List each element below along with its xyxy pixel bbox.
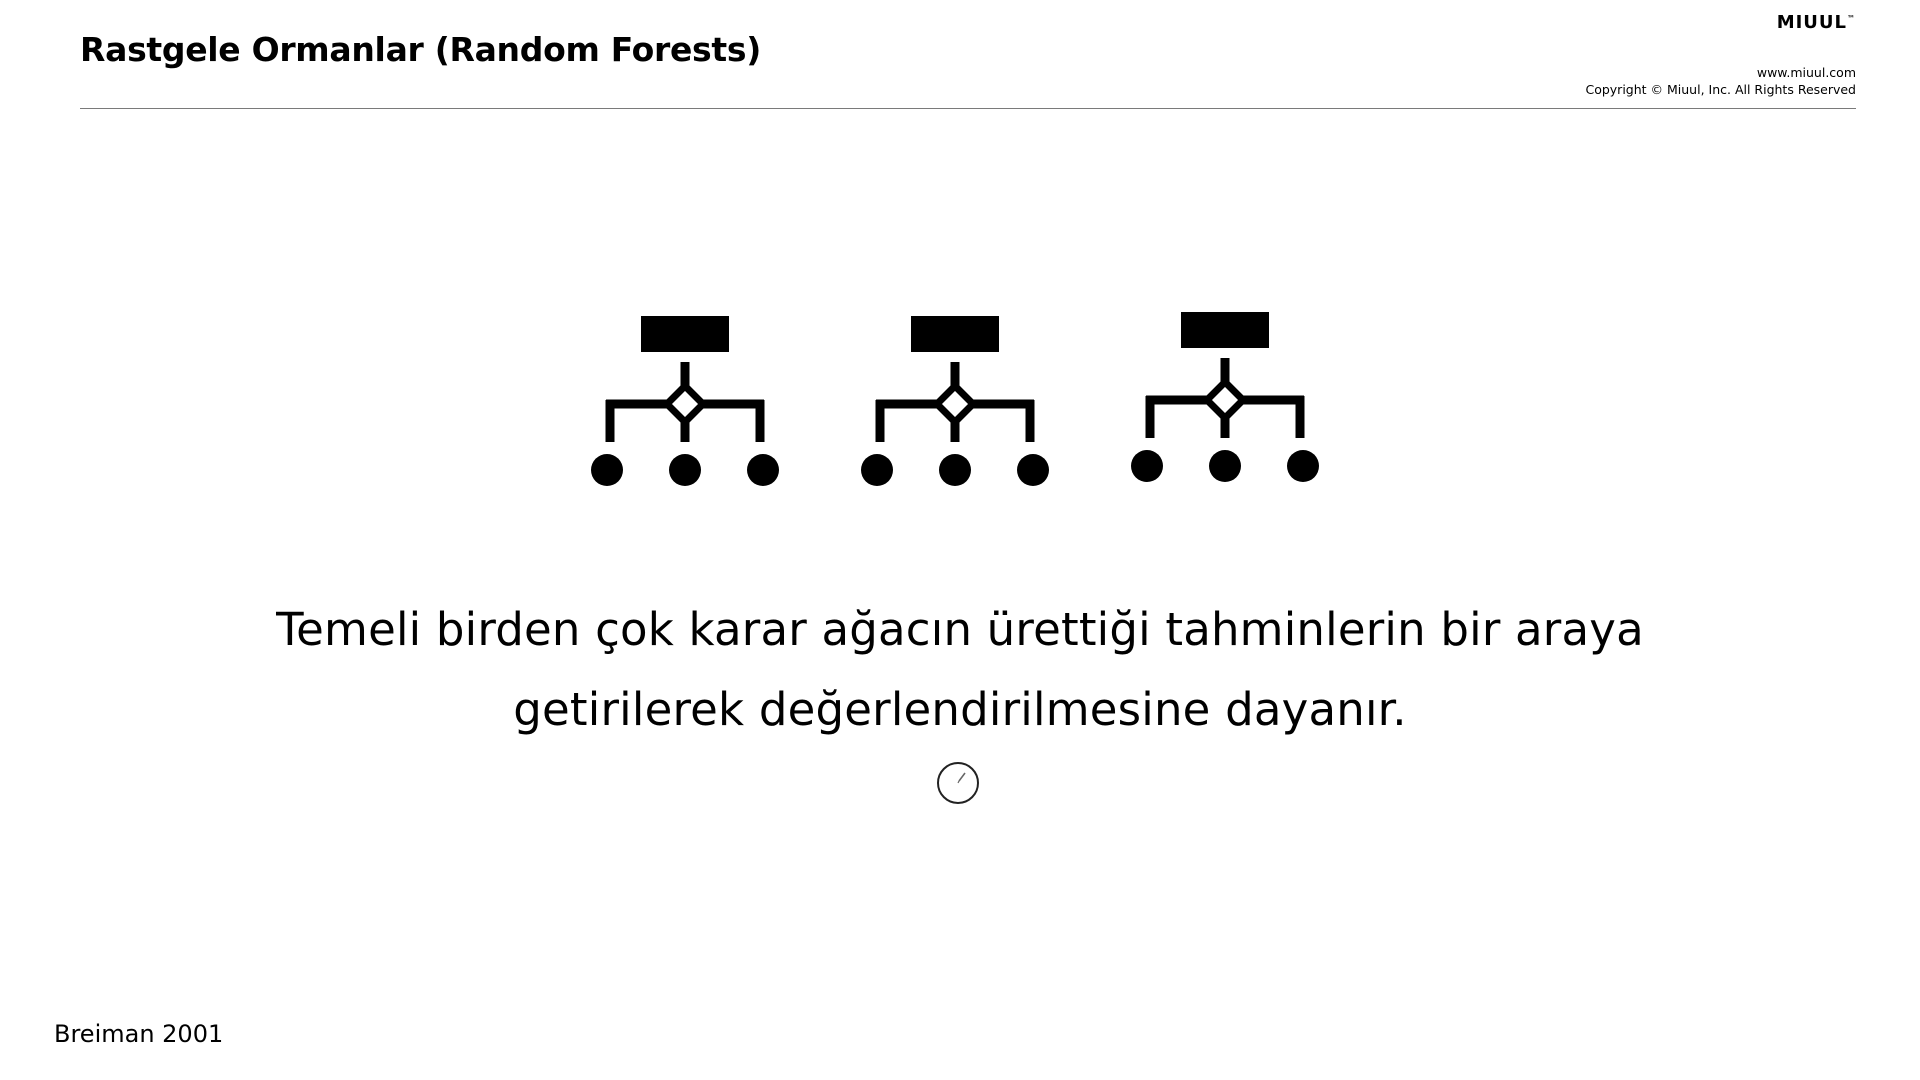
website-url: www.miuul.com	[1756, 65, 1856, 80]
slide-description: Temeli birden çok karar ağacın ürettiği …	[210, 590, 1710, 750]
description-line: Temeli birden çok karar ağacın ürettiği …	[276, 603, 1644, 656]
trademark-mark: ™	[1847, 14, 1856, 23]
decision-trees-illustration	[570, 300, 1320, 500]
slide-title: Rastgele Ormanlar (Random Forests)	[80, 30, 761, 69]
header-divider	[80, 108, 1856, 109]
pen-cursor-icon	[937, 762, 979, 804]
decision-tree-icon	[1131, 312, 1319, 482]
copyright-notice: Copyright © Miuul, Inc. All Rights Reser…	[1585, 82, 1856, 97]
brand-logo: MIUUL™	[1777, 12, 1856, 33]
description-line: getirilerek değerlendirilmesine dayanır.	[513, 683, 1407, 736]
brand-name: MIUUL	[1776, 12, 1847, 33]
decision-tree-icon	[591, 316, 779, 486]
decision-tree-icon	[861, 316, 1049, 486]
citation: Breiman 2001	[54, 1020, 224, 1048]
